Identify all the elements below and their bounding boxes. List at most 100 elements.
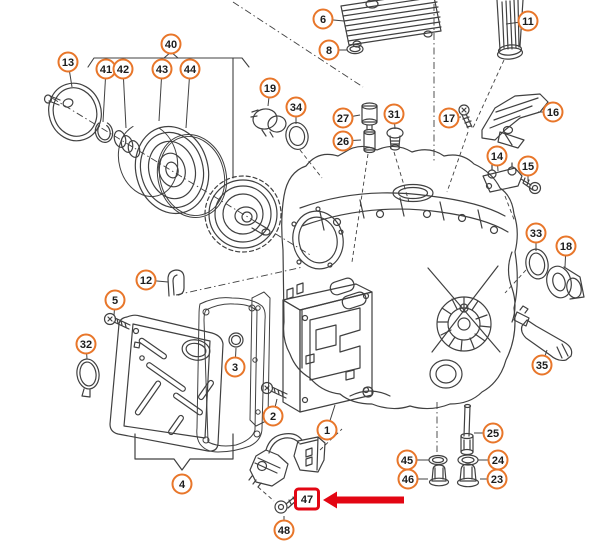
callout-number: 33 — [530, 228, 542, 240]
callout-44[interactable]: 44 — [179, 58, 201, 129]
bracket-14 — [482, 162, 523, 193]
highlighted-callout-box — [294, 487, 320, 511]
thermostat — [250, 108, 287, 138]
converter-drum — [134, 125, 210, 215]
callout-number: 34 — [290, 102, 303, 114]
callout-number: 26 — [337, 136, 349, 148]
callout-13[interactable]: 13 — [57, 51, 79, 88]
callout-16[interactable]: 16 — [538, 101, 564, 123]
callout-circle — [259, 77, 281, 99]
callout-circle — [104, 289, 126, 311]
callout-circle — [542, 101, 564, 123]
callout-2[interactable]: 2 — [262, 398, 284, 427]
callout-3[interactable]: 3 — [224, 347, 246, 378]
callout-number: 4 — [179, 479, 186, 491]
screw-2 — [260, 381, 288, 399]
callout-43[interactable]: 43 — [151, 58, 173, 122]
callout-circle — [112, 58, 134, 80]
callout-23[interactable]: 23 — [480, 468, 508, 490]
callout-number: 14 — [491, 151, 504, 163]
callout-circle — [332, 130, 354, 152]
callout-31[interactable]: 31 — [383, 103, 405, 130]
callout-17[interactable]: 17 — [438, 107, 462, 129]
callout-12[interactable]: 12 — [135, 269, 169, 291]
washer-45 — [428, 454, 448, 466]
callout-27[interactable]: 27 — [332, 107, 361, 129]
plug-23 — [456, 463, 480, 488]
cap-32 — [76, 358, 100, 398]
callout-number: 1 — [324, 425, 330, 437]
breather-bolt-25 — [460, 403, 474, 456]
callout-circle — [262, 405, 284, 427]
callout-26[interactable]: 26 — [332, 130, 362, 152]
callout-32[interactable]: 32 — [75, 333, 97, 360]
valve-body — [282, 277, 373, 413]
retainer-hook — [167, 269, 185, 297]
callout-number: 45 — [401, 455, 413, 467]
plug-46 — [428, 464, 450, 487]
callout-number: 25 — [487, 428, 499, 440]
callout-circle — [525, 222, 547, 244]
callout-number: 40 — [165, 39, 177, 51]
callout-number: 3 — [232, 362, 238, 374]
callout-47[interactable]: 47 — [294, 487, 320, 511]
screw-15 — [520, 177, 542, 195]
callout-circle — [397, 468, 419, 490]
callout-circle — [179, 58, 201, 80]
callout-48[interactable]: 48 — [273, 516, 295, 541]
callout-circle — [383, 103, 405, 125]
callout-number: 27 — [337, 113, 349, 125]
callout-35[interactable]: 35 — [531, 349, 553, 376]
seal-34 — [285, 121, 309, 151]
callout-6[interactable]: 6 — [312, 8, 345, 30]
callout-number: 13 — [62, 57, 74, 69]
callout-24[interactable]: 24 — [478, 449, 509, 471]
callout-circle — [438, 107, 460, 129]
callout-18[interactable]: 18 — [555, 235, 577, 268]
callout-15[interactable]: 15 — [517, 155, 539, 182]
seal-ring-44 — [156, 133, 228, 219]
screw-5 — [103, 312, 131, 330]
callout-number: 17 — [443, 113, 455, 125]
callout-circle — [224, 356, 246, 378]
callout-14[interactable]: 14 — [486, 145, 508, 172]
flange-18 — [546, 265, 585, 300]
callout-number: 31 — [388, 109, 400, 121]
callout-25[interactable]: 25 — [474, 422, 504, 444]
seal-33 — [525, 248, 549, 280]
callout-circle — [555, 235, 577, 257]
callout-number: 2 — [270, 411, 276, 423]
callout-4[interactable]: 4 — [171, 473, 193, 495]
callout-33[interactable]: 33 — [525, 222, 547, 252]
callout-40[interactable]: 40 — [160, 33, 182, 55]
callout-circle — [531, 354, 553, 376]
callout-42[interactable]: 42 — [112, 58, 134, 129]
callout-number: 11 — [522, 16, 534, 28]
oil-cooler — [340, 0, 442, 48]
callout-number: 43 — [156, 64, 168, 76]
oil-cooler-seal — [346, 43, 364, 55]
pan-bracket-40-style — [134, 433, 234, 471]
callout-number: 48 — [278, 525, 290, 537]
callout-34[interactable]: 34 — [285, 96, 307, 125]
callout-circle — [517, 10, 539, 32]
selector-lever-16 — [481, 93, 549, 149]
callout-number: 5 — [112, 295, 118, 307]
oil-pan-gasket — [196, 297, 266, 453]
callout-circle — [312, 8, 334, 30]
callout-11[interactable]: 11 — [505, 10, 539, 32]
callout-number: 12 — [140, 275, 152, 287]
callout-45[interactable]: 45 — [396, 449, 430, 471]
callout-5[interactable]: 5 — [104, 289, 126, 317]
callout-19[interactable]: 19 — [259, 77, 281, 107]
callout-circle — [332, 107, 354, 129]
valve-27 — [361, 102, 378, 131]
callout-8[interactable]: 8 — [318, 39, 348, 61]
callout-1[interactable]: 1 — [316, 404, 338, 441]
callout-number: 35 — [536, 360, 548, 372]
callout-circle — [482, 422, 504, 444]
callout-number: 24 — [492, 455, 505, 467]
callout-46[interactable]: 46 — [397, 468, 429, 490]
callout-number: 18 — [560, 241, 572, 253]
